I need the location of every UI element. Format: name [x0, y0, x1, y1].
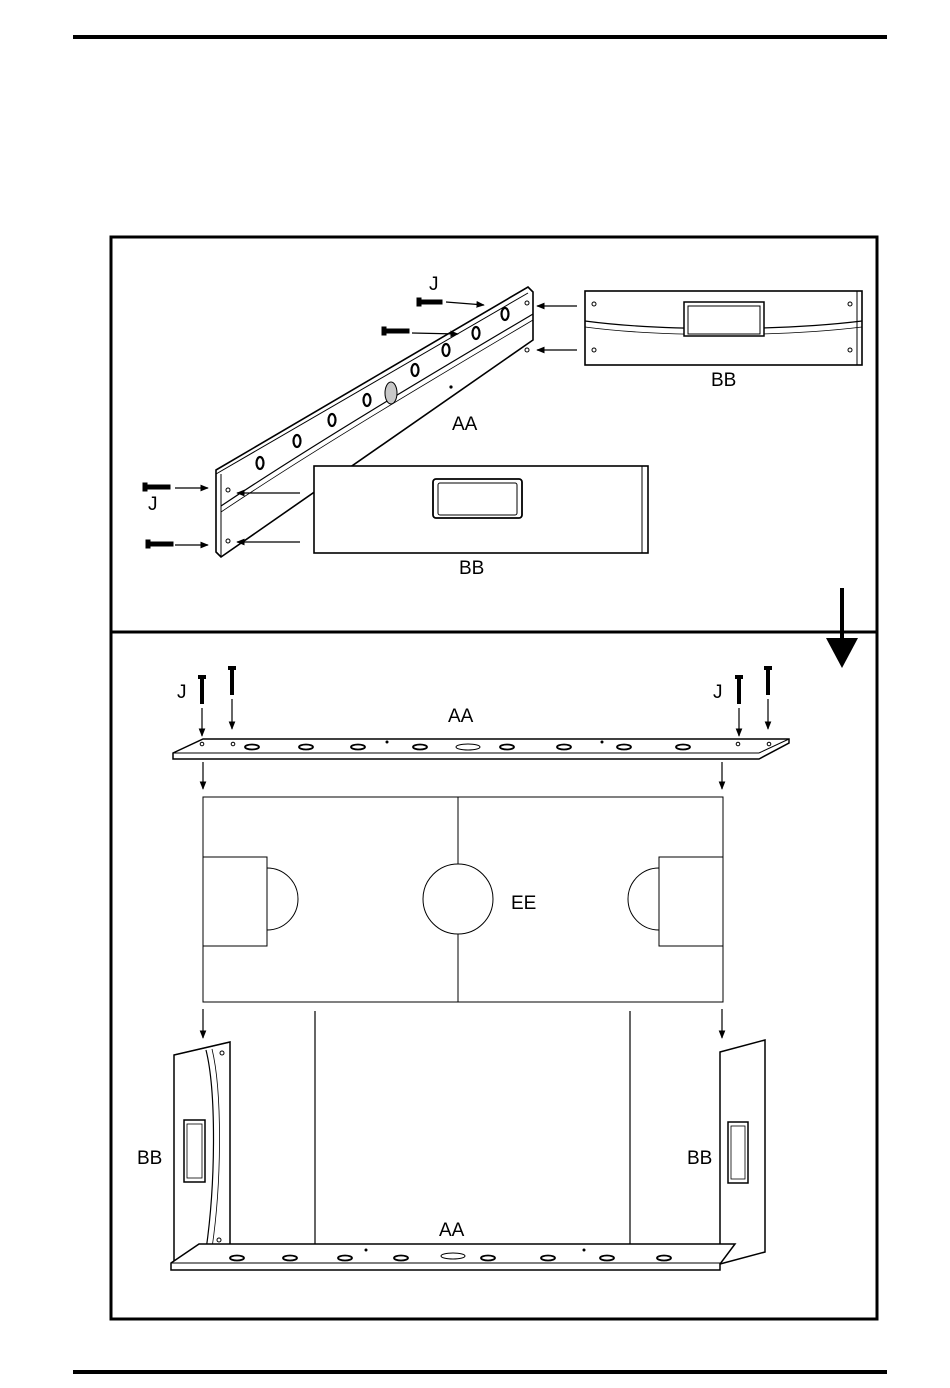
screw-icon: [198, 666, 772, 704]
step-1: J J AA BB BB: [143, 274, 862, 579]
label-bb-right: BB: [711, 370, 736, 391]
step-2: J J AA EE BB BB AA: [137, 666, 789, 1270]
label-screw-j-top: J: [429, 274, 439, 295]
top-rail-aa: [173, 739, 789, 759]
label-screw-j-left: J: [148, 494, 158, 515]
label-ee: EE: [511, 893, 536, 914]
label-aa-step1: AA: [452, 414, 478, 435]
label-bb-lower: BB: [459, 558, 484, 579]
end-panel-bb-right: [585, 291, 862, 365]
end-panel-bb-lower: [314, 466, 648, 553]
playing-field-ee: [203, 797, 723, 1002]
label-screw-j-left2: J: [177, 682, 187, 703]
label-aa-bottom: AA: [439, 1220, 465, 1241]
label-screw-j-right2: J: [713, 682, 723, 703]
next-step-arrow: [826, 588, 858, 668]
label-aa-top: AA: [448, 706, 474, 727]
base-assembly: [171, 1040, 765, 1270]
label-bb-left2: BB: [137, 1148, 162, 1169]
label-bb-right2: BB: [687, 1148, 712, 1169]
